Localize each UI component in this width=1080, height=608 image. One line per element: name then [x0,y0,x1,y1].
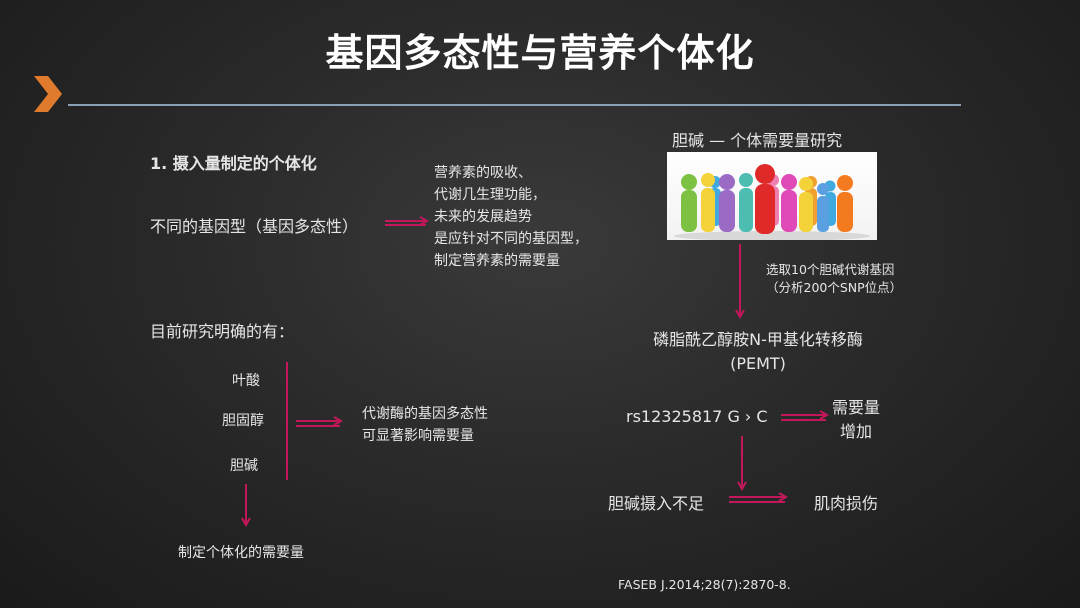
polymorphism-description: 代谢酶的基因多态性 可显著影响需要量 [362,403,488,447]
section-heading: 1. 摄入量制定的个体化 [150,154,317,173]
nutrient-line: 营养素的吸收、 [434,165,532,181]
need-line: 需要量 [832,398,881,417]
nutrient-line: 未来的发展趋势 [434,209,532,225]
nutrient-line: 代谢几生理功能， [434,187,546,203]
nutrient-description: 营养素的吸收、 代谢几生理功能， 未来的发展趋势 是应针对不同的基因型， 制定营… [434,162,588,272]
genotype-text: 不同的基因型（基因多态性） [150,217,359,236]
nutrient-cholesterol: 胆固醇 [222,413,264,429]
people-illustration [667,152,877,241]
nutrient-choline: 胆碱 [230,458,258,474]
chevron-right-icon [34,76,62,112]
enzyme-name: 磷脂酰乙醇胺N-甲基化转移酶 (PEMT) [618,328,898,376]
current-research-text: 目前研究明确的有： [150,322,295,341]
muscle-damage-text: 肌肉损伤 [814,494,879,513]
arrow-snp-to-need [781,415,826,421]
title-divider [68,104,961,106]
snp-label: rs12325817 G › C [626,407,768,426]
polymorphism-line: 代谢酶的基因多态性 [362,406,488,422]
nutrient-line: 制定营养素的需要量 [434,253,560,269]
polymorphism-line: 可显著影响需要量 [362,428,474,444]
nutrient-folate: 叶酸 [232,373,260,389]
gene-selection-note: 选取10个胆碱代谢基因 （分析200个SNP位点） [766,261,902,297]
selection-line: 选取10个胆碱代谢基因 [766,262,895,277]
deficiency-text: 胆碱摄入不足 [608,494,705,513]
need-increase: 需要量 增加 [832,396,880,444]
enzyme-line: 磷脂酰乙醇胺N-甲基化转移酶 [653,330,863,349]
need-line: 增加 [840,422,873,441]
selection-line: （分析200个SNP位点） [766,280,903,295]
arrow-nutrients-to-polymorphism [296,421,340,427]
slide-title: 基因多态性与营养个体化 [325,31,755,75]
choline-heading: 胆碱 — 个体需要量研究 [672,131,843,150]
arrow-deficiency-to-damage [729,497,785,503]
arrow-genotype-to-nutrients [385,221,426,226]
nutrient-line: 是应针对不同的基因型， [434,231,588,247]
individualized-text: 制定个体化的需要量 [178,545,304,561]
enzyme-line: (PEMT) [730,354,786,373]
citation: FASEB J.2014;28(7):2870-8. [618,577,791,592]
